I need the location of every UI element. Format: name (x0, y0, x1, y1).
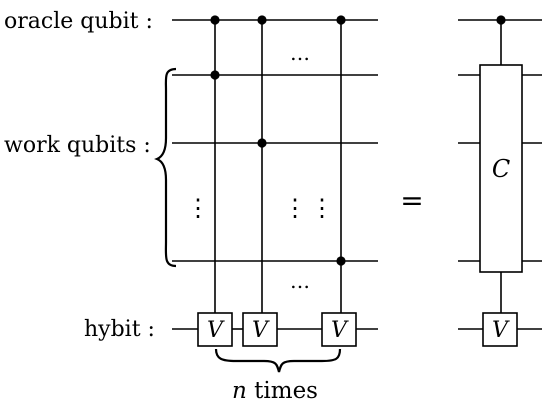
label-hybit: hybit : (84, 317, 155, 342)
composite-gate-box (479, 64, 523, 273)
left-control-lines (214, 20, 342, 313)
v-gate-n: V (321, 312, 357, 347)
equals-sign: = (400, 184, 423, 217)
v-gate-n-box (321, 312, 357, 347)
n-times-brace (214, 348, 342, 373)
right-oracle-control-dot (496, 15, 506, 25)
label-oracle-qubit: oracle qubit : (4, 9, 153, 34)
work-control-dot-1 (210, 70, 220, 80)
oracle-control-dot-n (336, 15, 346, 25)
ellipsis-oracle: … (290, 41, 310, 65)
v-gate-1-label: V (207, 318, 225, 343)
vdots-work-right: ⋮ (310, 194, 334, 222)
work-qubits-brace (154, 67, 177, 268)
composite-gate-label: C (492, 155, 510, 183)
label-work-qubits: work qubits : (4, 133, 151, 158)
work-control-dot-2 (257, 138, 267, 148)
v-gate-2: V (242, 312, 278, 347)
left-control-dots (210, 15, 346, 266)
v-gate-2-label: V (252, 318, 270, 343)
vdots-work-mid: ⋮ (283, 194, 307, 222)
composite-gate: C (479, 64, 523, 273)
oracle-control-dot-2 (257, 15, 267, 25)
v-gate-1-box (197, 312, 233, 347)
v-gate-2-box (242, 312, 278, 347)
work-control-dot-n (336, 256, 346, 266)
v-gate-right-box (482, 312, 518, 347)
ellipsis-work-bottom: … (290, 269, 310, 293)
v-gate-1: V (197, 312, 233, 347)
n-times-label: n times (232, 378, 318, 404)
n-times-variable: n (232, 378, 247, 404)
vdots-work-left: ⋮ (186, 194, 210, 222)
v-gate-n-label: V (331, 318, 349, 343)
n-times-text: times (247, 378, 318, 404)
left-wires (172, 19, 378, 330)
oracle-control-dot-1 (210, 15, 220, 25)
v-gate-right: V (482, 312, 518, 347)
v-gate-right-label: V (492, 318, 510, 343)
